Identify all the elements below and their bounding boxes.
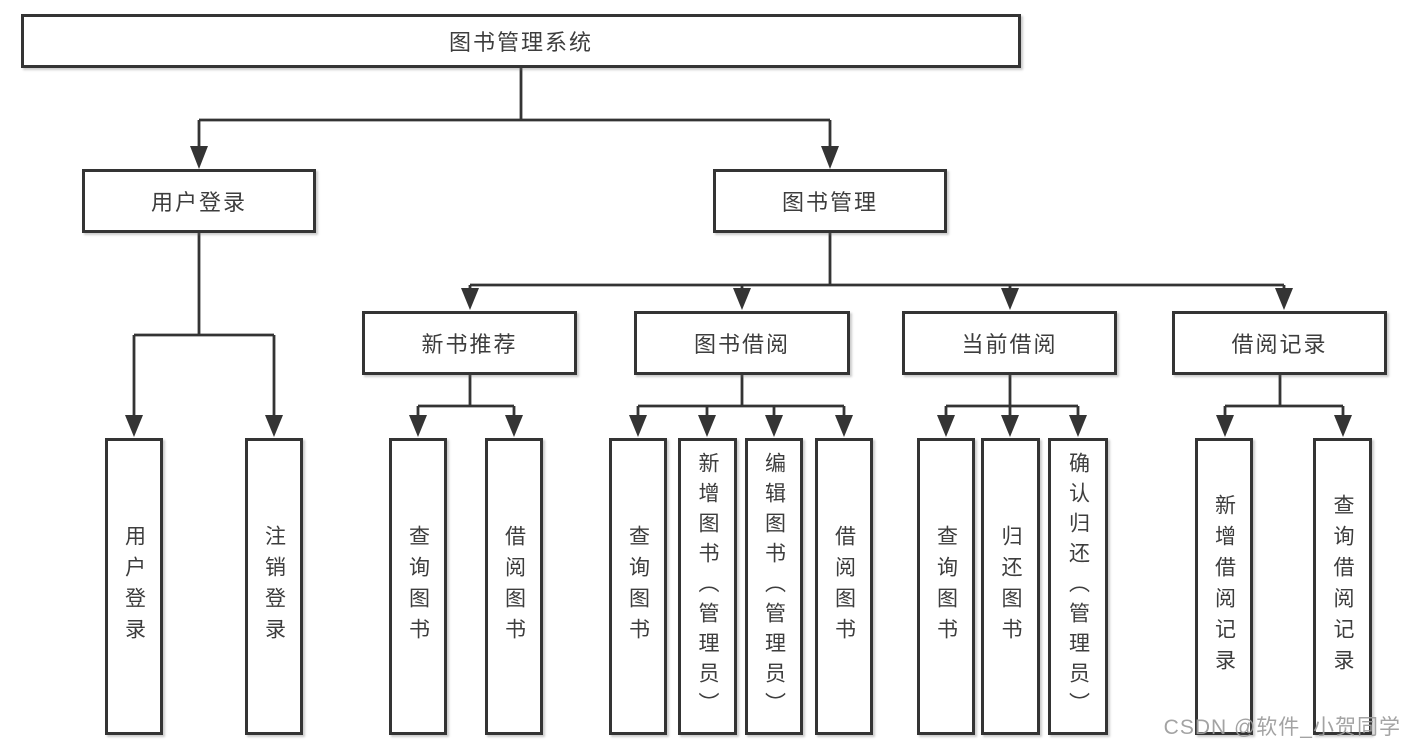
node-label: 编辑图书（管理员） bbox=[762, 451, 786, 722]
leaf-user-login: 用户登录 bbox=[105, 438, 163, 735]
node-label: 新增借阅记录 bbox=[1212, 493, 1236, 680]
node-label: 查询图书 bbox=[934, 524, 958, 649]
leaf-confirm-return-admin: 确认归还（管理员） bbox=[1048, 438, 1108, 735]
node-book-borrowing: 图书借阅 bbox=[634, 311, 850, 375]
node-label: 借阅图书 bbox=[502, 524, 526, 649]
leaf-borrow-books: 借阅图书 bbox=[815, 438, 873, 735]
leaf-edit-book-admin: 编辑图书（管理员） bbox=[745, 438, 803, 735]
leaf-borrow-books-recommend: 借阅图书 bbox=[485, 438, 543, 735]
node-user-login: 用户登录 bbox=[82, 169, 316, 233]
node-label: 图书借阅 bbox=[693, 332, 790, 357]
node-label: 图书管理系统 bbox=[448, 30, 593, 55]
leaf-query-borrow-record: 查询借阅记录 bbox=[1313, 438, 1372, 735]
node-label: 查询图书 bbox=[626, 524, 650, 649]
node-label: 新书推荐 bbox=[421, 332, 518, 357]
node-label: 新增图书（管理员） bbox=[696, 451, 719, 722]
leaf-logout: 注销登录 bbox=[245, 438, 303, 735]
arrowheads bbox=[125, 146, 1352, 437]
leaf-return-books: 归还图书 bbox=[981, 438, 1040, 735]
node-label: 归还图书 bbox=[999, 524, 1022, 649]
node-label: 注销登录 bbox=[262, 524, 286, 649]
node-label: 当前借阅 bbox=[961, 332, 1058, 357]
leaf-add-book-admin: 新增图书（管理员） bbox=[678, 438, 737, 735]
node-label: 借阅记录 bbox=[1231, 332, 1328, 357]
node-current-borrowing: 当前借阅 bbox=[902, 311, 1117, 375]
leaf-query-books-borrowing: 查询图书 bbox=[609, 438, 667, 735]
watermark: CSDN @软件_小贺同学 bbox=[1163, 716, 1401, 739]
node-label: 图书管理 bbox=[781, 190, 878, 215]
node-label: 查询借阅记录 bbox=[1331, 493, 1354, 680]
node-label: 用户登录 bbox=[122, 524, 146, 649]
leaf-query-books-recommend: 查询图书 bbox=[389, 438, 447, 735]
node-new-book-recommendation: 新书推荐 bbox=[362, 311, 577, 375]
node-book-management: 图书管理 bbox=[713, 169, 947, 233]
node-borrowing-records: 借阅记录 bbox=[1172, 311, 1387, 375]
node-label: 查询图书 bbox=[406, 524, 430, 649]
node-label: 借阅图书 bbox=[832, 524, 856, 649]
node-label: 用户登录 bbox=[150, 190, 247, 215]
node-library-management-system: 图书管理系统 bbox=[21, 14, 1021, 68]
leaf-query-books-current: 查询图书 bbox=[917, 438, 975, 735]
node-label: 确认归还（管理员） bbox=[1066, 451, 1090, 722]
leaf-add-borrow-record: 新增借阅记录 bbox=[1195, 438, 1253, 735]
